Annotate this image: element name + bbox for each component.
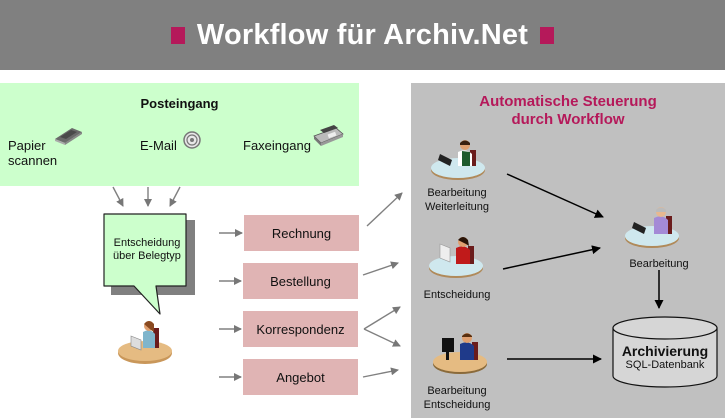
decision-bubble-text: Entscheidung über Belegtyp xyxy=(104,237,190,263)
decision-line2: über Belegtyp xyxy=(113,250,181,262)
page-title: Workflow für Archiv.Net xyxy=(196,18,529,51)
arrow-step1-to-step4 xyxy=(506,173,604,218)
office-worker-purple-icon xyxy=(625,207,679,248)
decision-speech-bubble xyxy=(103,213,195,315)
workflow-title: Automatische Steuerung durch Workflow xyxy=(411,93,725,129)
archive-subtitle: SQL-Datenbank xyxy=(625,359,705,371)
arrow-bestellung-out xyxy=(362,261,399,276)
workflow-step-1-label: Bearbeitung Weiterleitung xyxy=(418,186,496,214)
doctype-label: Angebot xyxy=(276,369,325,385)
step-label-line2: Entscheidung xyxy=(423,399,491,411)
office-worker-red-icon xyxy=(429,237,483,278)
step-label-line1: Bearbeitung xyxy=(427,187,487,199)
office-worker-blue-suit-icon xyxy=(433,333,487,374)
arrow-step2-to-step4 xyxy=(502,245,601,270)
decision-line1: Entscheidung xyxy=(113,237,181,249)
workflow-title-line1: Automatische Steuerung xyxy=(479,93,657,110)
doctype-bestellung: Bestellung xyxy=(243,263,358,299)
office-worker-female-icon xyxy=(118,321,172,364)
scanner-icon xyxy=(55,128,82,145)
source-fax-label: Faxeingang xyxy=(243,138,311,153)
archive-title: Archivierung xyxy=(621,343,709,359)
email-at-icon xyxy=(183,131,201,149)
arrow-korrespondenz-out-down xyxy=(363,328,401,347)
arrow-inbox-to-bubble-3 xyxy=(169,186,181,207)
step-label-line1: Bearbeitung xyxy=(629,258,689,270)
inbox-panel xyxy=(0,83,359,186)
header-accent-square-left xyxy=(170,26,185,44)
doctype-label: Bestellung xyxy=(270,273,331,289)
office-worker-green-vest-icon xyxy=(431,140,485,180)
doctype-angebot: Angebot xyxy=(243,359,358,395)
source-label-line2: scannen xyxy=(8,153,58,168)
source-email-label: E-Mail xyxy=(140,138,177,153)
workflow-step-2-label: Entscheidung xyxy=(418,288,496,302)
arrow-rechnung-out xyxy=(366,192,403,227)
source-paper-scan-label: Papier scannen xyxy=(8,138,57,168)
step-label-line1: Bearbeitung xyxy=(427,385,487,397)
header-banner: Workflow für Archiv.Net xyxy=(0,0,725,70)
arrow-inbox-to-bubble-1 xyxy=(112,186,124,207)
header-accent-square-right xyxy=(540,26,555,44)
fax-machine-icon xyxy=(313,125,344,146)
doctype-rechnung: Rechnung xyxy=(244,215,359,251)
doctype-label: Rechnung xyxy=(271,225,332,241)
workflow-step-3-label: Bearbeitung Entscheidung xyxy=(418,384,496,412)
inbox-title: Posteingang xyxy=(140,96,219,111)
step-label-line2: Weiterleitung xyxy=(425,201,489,213)
doctype-korrespondenz: Korrespondenz xyxy=(243,311,358,347)
workflow-title-line2: durch Workflow xyxy=(511,111,625,128)
arrow-angebot-out xyxy=(362,367,399,378)
archive-label: Archivierung SQL-Datenbank xyxy=(611,343,719,372)
step-label-line1: Entscheidung xyxy=(423,289,491,301)
arrow-korrespondenz-out-up xyxy=(363,306,401,330)
database-cylinder-icon xyxy=(612,316,718,388)
doctype-label: Korrespondenz xyxy=(256,321,345,337)
source-label-line1: Papier xyxy=(8,138,46,153)
workflow-step-4-label: Bearbeitung xyxy=(620,257,698,271)
